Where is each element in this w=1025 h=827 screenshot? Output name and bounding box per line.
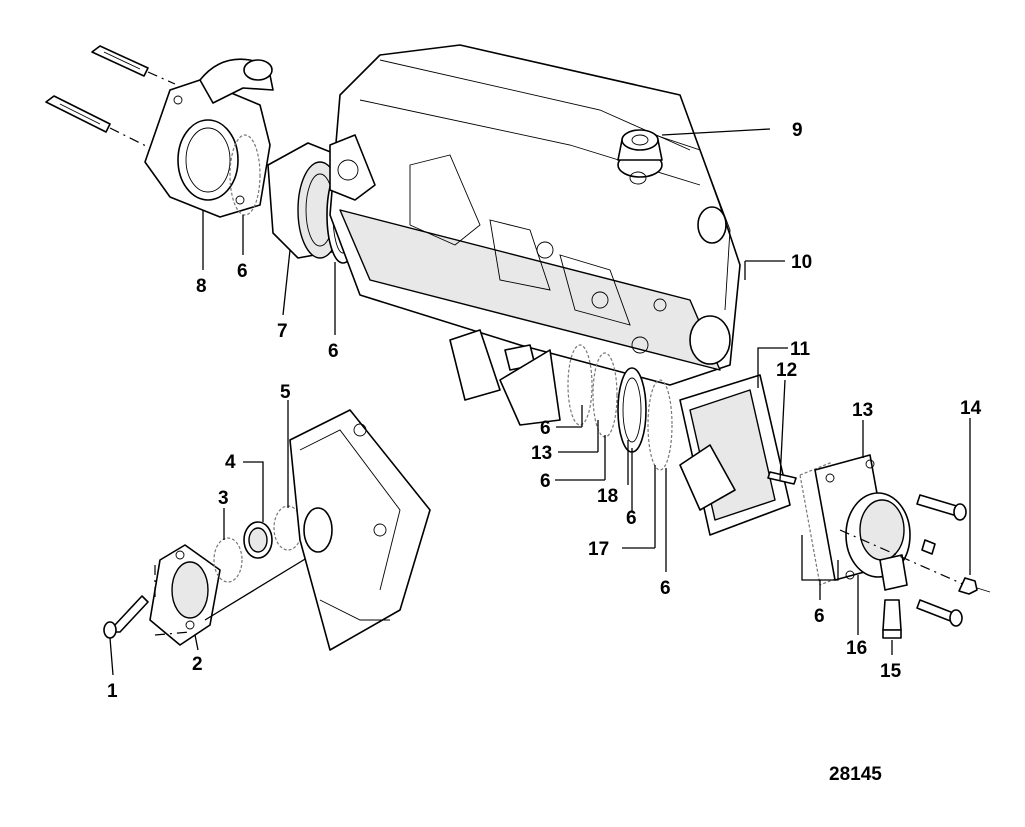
callout-label: 5 xyxy=(280,382,291,403)
callout-label: 13 xyxy=(531,443,552,464)
callout-label: 6 xyxy=(328,341,339,362)
callout-label: 6 xyxy=(660,578,671,599)
thermostat-cover-screw xyxy=(103,595,149,639)
callout-label: 13 xyxy=(852,400,873,421)
leader-lines xyxy=(109,128,971,676)
callout-label: 18 xyxy=(597,486,618,507)
callout-label: 10 xyxy=(791,252,812,273)
callout-label: 3 xyxy=(218,488,229,509)
callout-labels: 8 6 7 6 9 10 11 12 13 14 6 13 6 18 6 17 … xyxy=(107,120,982,702)
callout-label: 4 xyxy=(225,452,236,473)
nut xyxy=(839,529,991,595)
callout-label: 8 xyxy=(196,276,207,297)
figure-number: 28145 xyxy=(829,764,882,785)
stud xyxy=(767,471,797,485)
callout-label: 9 xyxy=(792,120,803,141)
bolt-upper xyxy=(91,45,176,85)
drain-fitting xyxy=(882,599,902,639)
callout-label: 7 xyxy=(277,321,288,342)
heat-exchanger-body xyxy=(329,44,741,426)
cover-screws xyxy=(916,494,967,627)
callout-label: 11 xyxy=(790,339,811,360)
thermostat-housing xyxy=(144,58,274,218)
thermostat xyxy=(243,521,273,559)
callout-label: 6 xyxy=(814,606,825,627)
callout-label: 6 xyxy=(626,508,637,529)
callout-label: 15 xyxy=(880,661,902,682)
end-cover xyxy=(845,492,911,591)
callout-label: 6 xyxy=(237,261,248,282)
filler-cap xyxy=(617,129,663,185)
thermostat-gasket xyxy=(213,537,243,583)
callout-label: 2 xyxy=(192,654,203,675)
callout-label: 16 xyxy=(846,638,867,659)
callout-label: 14 xyxy=(960,398,982,419)
callout-label: 12 xyxy=(776,360,797,381)
callout-label: 17 xyxy=(588,539,609,560)
bolt-lower xyxy=(45,95,151,149)
gasket-upper-left xyxy=(229,134,261,216)
callout-label: 1 xyxy=(107,681,118,702)
callout-label: 6 xyxy=(540,471,551,492)
callout-label: 6 xyxy=(540,418,551,439)
end-hose xyxy=(679,374,791,536)
thermostat-housing-section xyxy=(289,409,431,651)
thermostat-cover xyxy=(149,544,321,646)
